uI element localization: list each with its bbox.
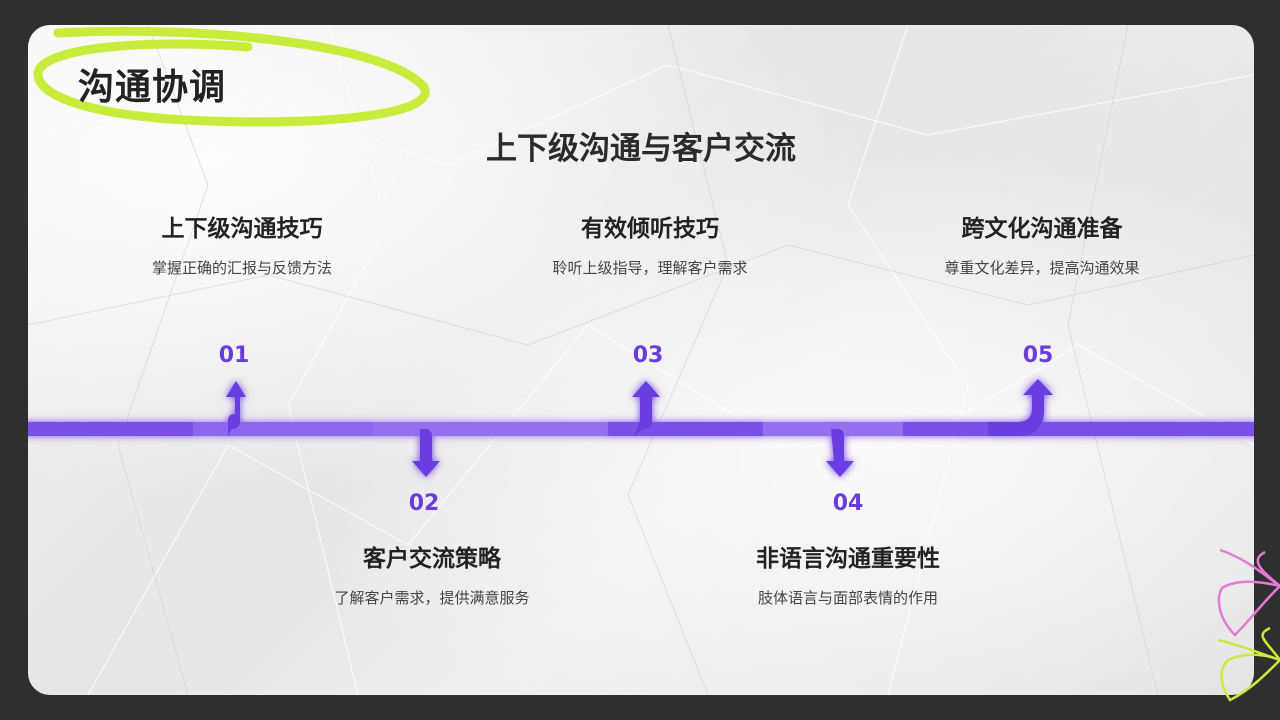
step-description: 聆听上级指导，理解客户需求 [520, 257, 780, 278]
step-04: 非语言沟通重要性 肢体语言与面部表情的作用 [708, 539, 988, 608]
step-03: 有效倾听技巧 聆听上级指导，理解客户需求 [520, 209, 780, 278]
step-number: 03 [618, 343, 678, 368]
step-description: 肢体语言与面部表情的作用 [708, 587, 988, 608]
step-01: 上下级沟通技巧 掌握正确的汇报与反馈方法 [112, 209, 372, 278]
step-heading: 非语言沟通重要性 [708, 539, 988, 573]
step-number: 05 [1008, 343, 1068, 368]
step-description: 尊重文化差异，提高沟通效果 [902, 257, 1182, 278]
slide: 沟通协调 上下级沟通与客户交流 上下级沟通技巧 [28, 25, 1254, 695]
decorative-petal-icon [1210, 540, 1280, 720]
step-heading: 上下级沟通技巧 [112, 209, 372, 243]
timeline-line [28, 379, 1254, 477]
step-02: 客户交流策略 了解客户需求，提供满意服务 [302, 539, 562, 608]
step-number: 04 [818, 491, 878, 516]
step-heading: 客户交流策略 [302, 539, 562, 573]
step-number: 01 [204, 343, 264, 368]
step-heading: 有效倾听技巧 [520, 209, 780, 243]
step-heading: 跨文化沟通准备 [902, 209, 1182, 243]
step-description: 掌握正确的汇报与反馈方法 [112, 257, 372, 278]
step-description: 了解客户需求，提供满意服务 [302, 587, 562, 608]
step-05: 跨文化沟通准备 尊重文化差异，提高沟通效果 [902, 209, 1182, 278]
step-number: 02 [394, 491, 454, 516]
